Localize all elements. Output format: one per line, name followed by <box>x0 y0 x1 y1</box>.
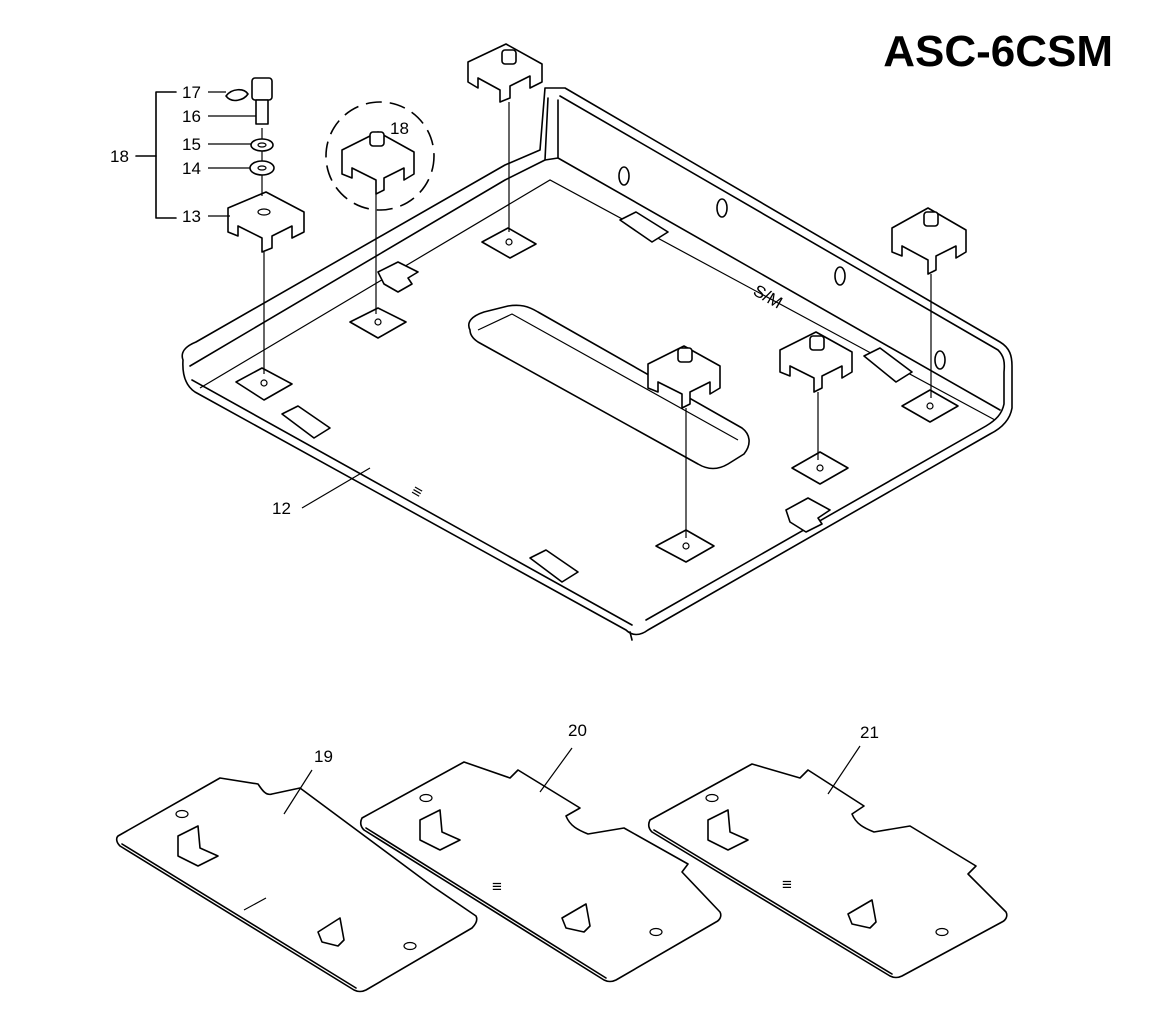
clamp-assemblies <box>227 43 967 538</box>
callout-14: 14 <box>182 159 201 178</box>
callout-19: 19 <box>314 747 333 766</box>
callout-21: 21 <box>860 723 879 742</box>
model-title: ASC-6CSM <box>883 27 1113 76</box>
spacer-plate-19 <box>115 777 478 993</box>
leader-21 <box>827 745 861 795</box>
callout-13: 13 <box>182 207 201 226</box>
callout-15: 15 <box>182 135 201 154</box>
callout-12: 12 <box>272 499 291 518</box>
fastener-stack <box>225 77 275 196</box>
callout-20: 20 <box>568 721 587 740</box>
svg-text:≡: ≡ <box>492 877 502 896</box>
svg-text:≡: ≡ <box>782 875 792 894</box>
tray-floor-slots <box>281 211 913 583</box>
callout-17: 17 <box>182 83 201 102</box>
tray-mounting-pads <box>235 227 959 563</box>
upper-callout-leaders <box>208 91 371 509</box>
callout-16: 16 <box>182 107 201 126</box>
tray-wall-holes <box>618 166 946 370</box>
leader-20 <box>539 747 573 793</box>
spacer-plate-20: ≡ <box>359 761 722 983</box>
tray-center-slot <box>468 304 750 470</box>
group-18-bracket <box>135 91 177 219</box>
spacer-plate-21: ≡ <box>647 763 1008 979</box>
callout-18-bracket: 18 <box>110 147 129 166</box>
callout-18-detail: 18 <box>390 119 409 138</box>
leader-19 <box>283 769 313 815</box>
